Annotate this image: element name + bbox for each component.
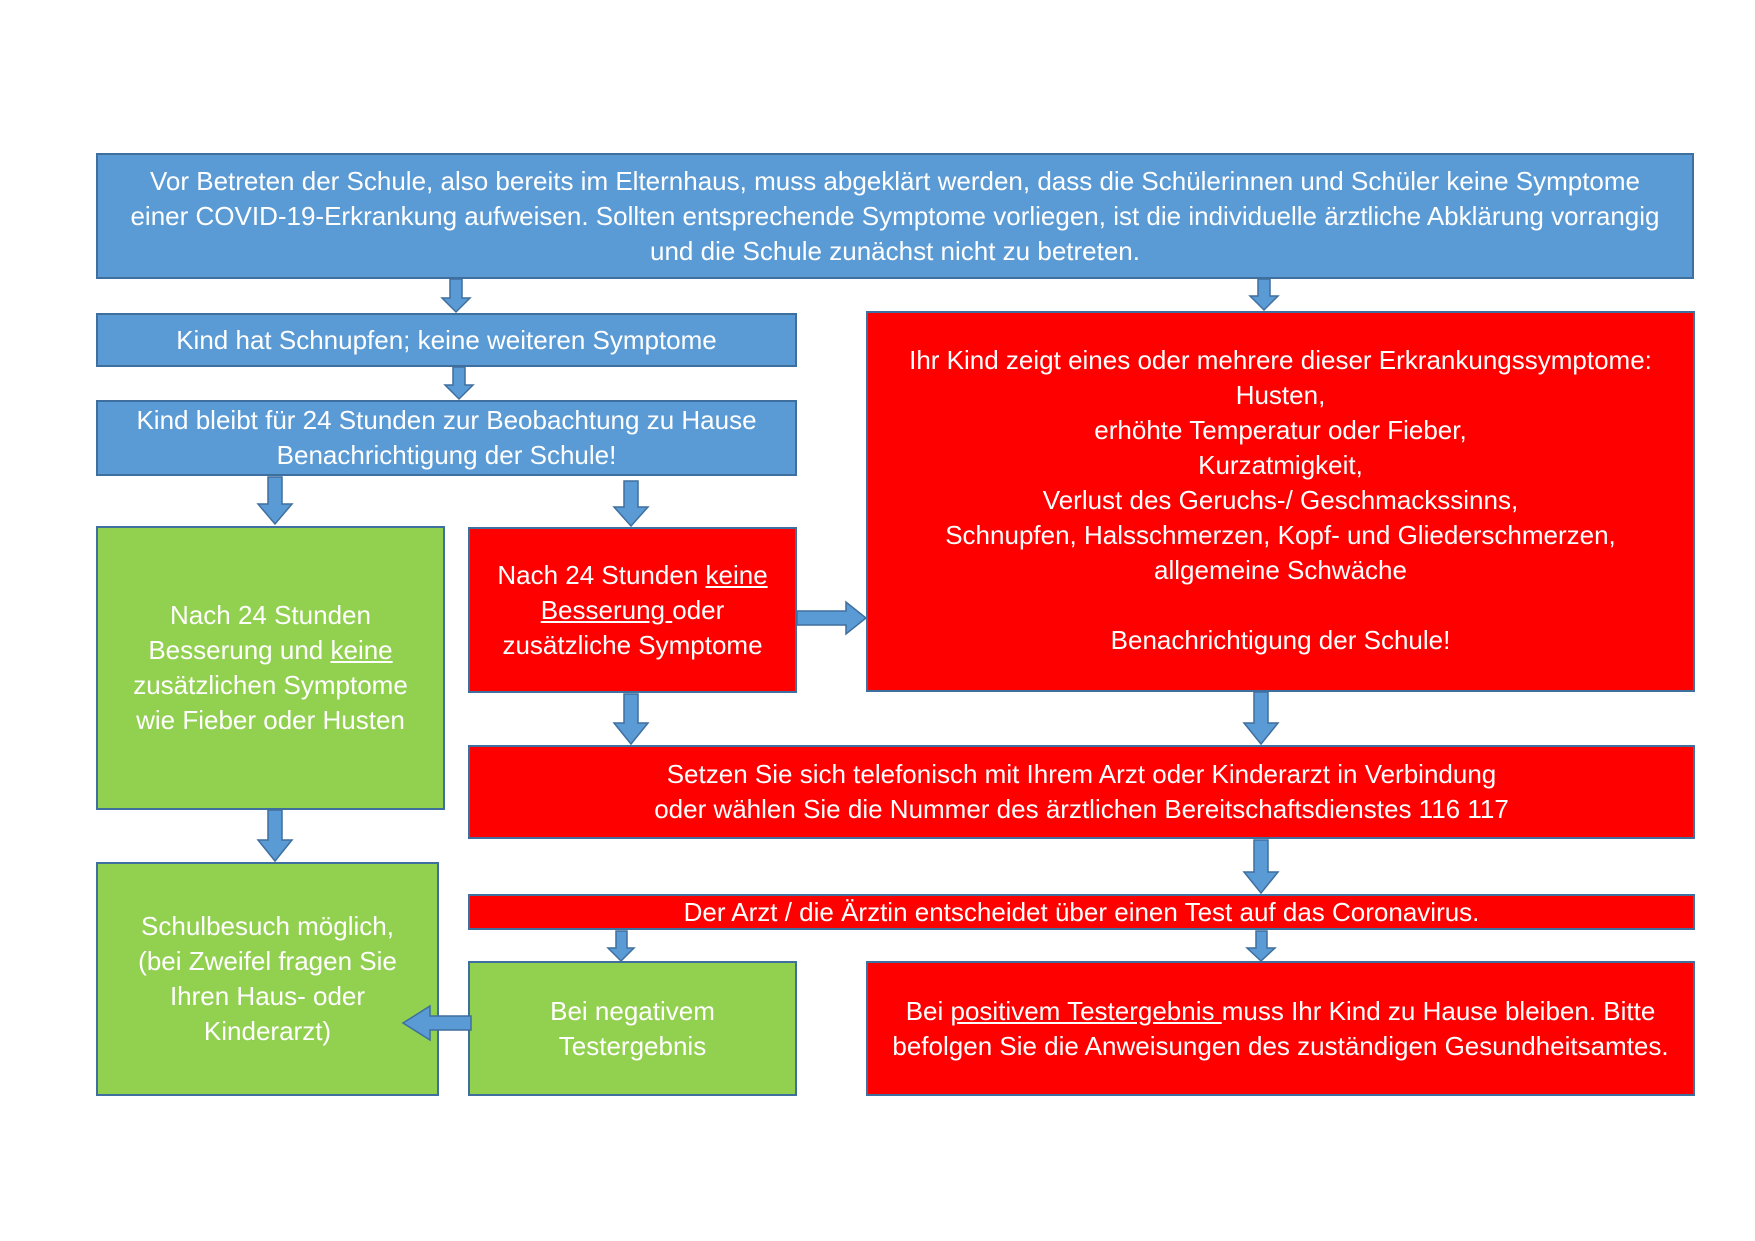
beobachtung-line1: Kind bleibt für 24 Stunden zur Beobachtu… — [136, 405, 757, 435]
symptom-item: erhöhte Temperatur oder Fieber, — [1094, 415, 1467, 445]
keine-besserung-text: Nach 24 Stunden keine Besserung oder zus… — [492, 558, 773, 663]
box-top-notice: Vor Betreten der Schule, also bereits im… — [96, 153, 1694, 279]
positiv-text: Bei positivem Testergebnis muss Ihr Kind… — [886, 994, 1675, 1064]
arrow-down-icon — [443, 366, 475, 401]
box-schnupfen: Kind hat Schnupfen; keine weiteren Sympt… — [96, 313, 797, 367]
keine-besserung-part2: oder zusätzliche Symptome — [502, 594, 763, 660]
box-beobachtung: Kind bleibt für 24 Stunden zur Beobachtu… — [96, 400, 797, 476]
box-keine-besserung: Nach 24 Stunden keine Besserung oder zus… — [468, 527, 797, 693]
besserung-text-part2: zusätzlichen Symptome wie Fieber oder Hu… — [133, 670, 408, 735]
box-positiv: Bei positivem Testergebnis muss Ihr Kind… — [866, 961, 1695, 1096]
positiv-underlined: positivem Testergebnis — [950, 995, 1222, 1026]
keine-besserung-part1: Nach 24 Stunden — [497, 559, 706, 590]
top-notice-text: Vor Betreten der Schule, also bereits im… — [130, 165, 1660, 266]
symptom-item: Husten, — [1235, 380, 1326, 410]
arrow-down-icon — [1248, 278, 1280, 312]
test-entscheidung-text: Der Arzt / die Ärztin entscheidet über e… — [683, 896, 1480, 927]
symptom-item: Schnupfen, Halsschmerzen, Kopf- und Glie… — [945, 520, 1616, 550]
symptom-item: allgemeine Schwäche — [1154, 555, 1407, 585]
besserung-text-underlined: keine — [330, 635, 393, 665]
besserung-text: Nach 24 Stunden Besserung und keine zusä… — [128, 598, 413, 738]
box-negativ: Bei negativem Testergebnis — [468, 961, 797, 1096]
beobachtung-line2: Benachrichtigung der Schule! — [276, 440, 617, 470]
arrow-down-icon — [612, 480, 650, 528]
arzt-kontakt-line1: Setzen Sie sich telefonisch mit Ihrem Ar… — [666, 759, 1497, 789]
besserung-text-part1: Nach 24 Stunden Besserung und — [148, 600, 371, 665]
arrow-down-icon — [1242, 839, 1280, 895]
symptome-intro: Ihr Kind zeigt eines oder mehrere dieser… — [909, 345, 1652, 375]
arrow-down-icon — [256, 809, 294, 863]
negativ-text: Bei negativem Testergebnis — [550, 995, 715, 1061]
box-erkrankungssymptome: Ihr Kind zeigt eines oder mehrere dieser… — [866, 311, 1695, 692]
arrow-down-icon — [1242, 691, 1280, 746]
arrow-down-icon — [256, 476, 294, 526]
symptom-item: Verlust des Geruchs-/ Geschmackssinns, — [1042, 485, 1519, 515]
arzt-kontakt-line2: oder wählen Sie die Nummer des ärztliche… — [654, 794, 1509, 824]
symptome-notice: Benachrichtigung der Schule! — [1110, 625, 1451, 655]
symptom-item: Kurzatmigkeit, — [1198, 450, 1363, 480]
box-schulbesuch: Schulbesuch möglich, (bei Zweifel fragen… — [96, 862, 439, 1096]
box-arzt-kontakt: Setzen Sie sich telefonisch mit Ihrem Ar… — [468, 745, 1695, 839]
arrow-right-icon — [796, 600, 868, 636]
box-test-entscheidung: Der Arzt / die Ärztin entscheidet über e… — [468, 894, 1695, 930]
schulbesuch-text: Schulbesuch möglich, (bei Zweifel fragen… — [138, 911, 397, 1046]
arrow-down-icon — [440, 278, 472, 314]
positiv-part2: muss Ihr Kind zu Hause bleiben. Bitte be… — [892, 995, 1669, 1061]
keine-besserung-underlined: keine Besserung — [540, 559, 768, 625]
box-besserung: Nach 24 Stunden Besserung und keine zusä… — [96, 526, 445, 810]
positiv-part1: Bei — [905, 995, 951, 1026]
arrow-down-icon — [606, 930, 636, 963]
schnupfen-text: Kind hat Schnupfen; keine weiteren Sympt… — [176, 324, 717, 355]
arrow-down-icon — [612, 693, 650, 746]
arrow-down-icon — [1245, 930, 1277, 963]
